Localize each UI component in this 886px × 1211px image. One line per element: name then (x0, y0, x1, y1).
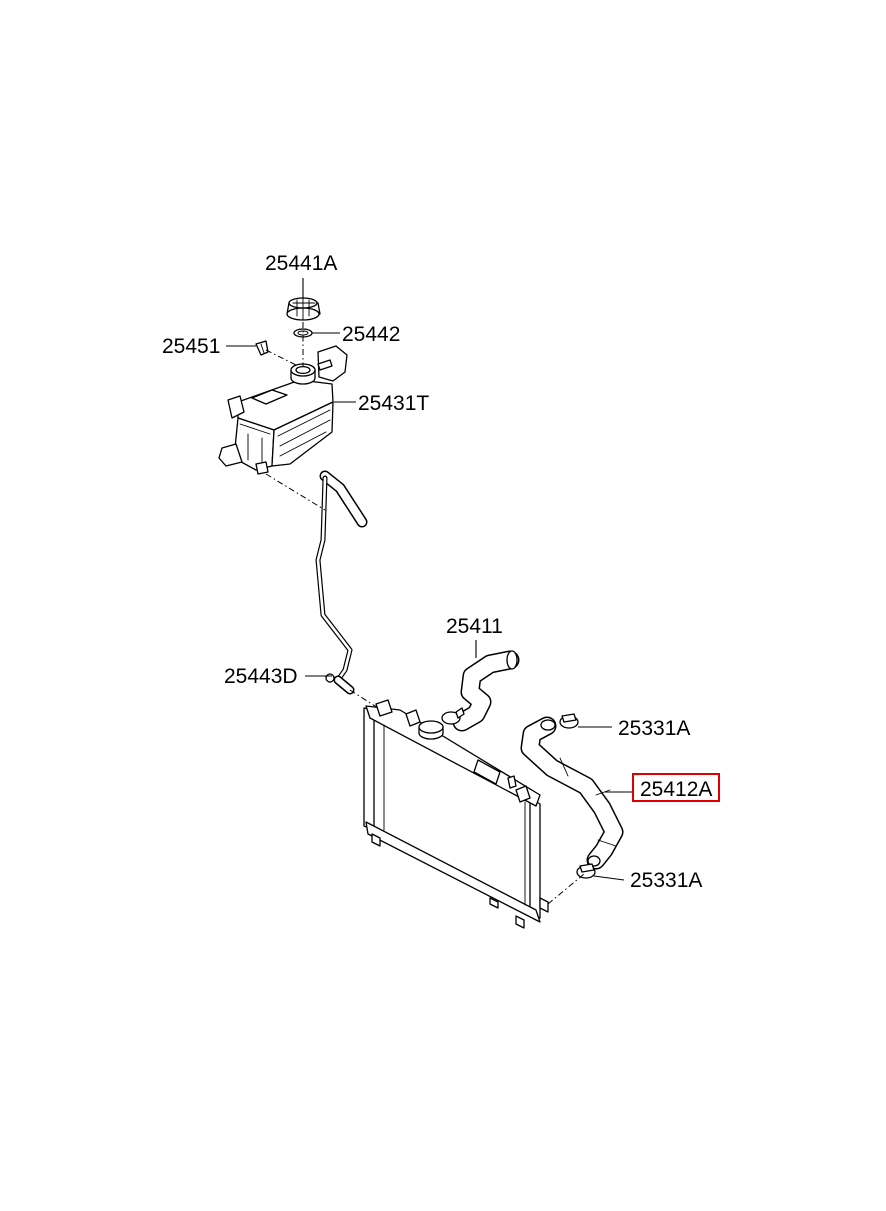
label-reservoir[interactable]: 25431T (358, 392, 429, 415)
clamp-lower[interactable] (576, 863, 596, 879)
label-clamp-upper[interactable]: 25331A (618, 717, 690, 740)
reservoir-pipe[interactable] (315, 470, 368, 695)
upper-hose-clamp[interactable] (441, 707, 465, 725)
part-labels: 25441A 25442 25451 25431T 25443D 25411 2… (162, 252, 720, 892)
upper-radiator-hose[interactable] (452, 650, 520, 732)
overflow-hose[interactable] (255, 340, 269, 356)
label-overflow-hose[interactable]: 25451 (162, 335, 220, 358)
label-gasket[interactable]: 25442 (342, 323, 400, 346)
clamp-upper[interactable] (559, 713, 579, 729)
leader-lines (226, 278, 632, 881)
label-cap[interactable]: 25441A (265, 252, 337, 275)
assembly-lines (265, 322, 585, 905)
label-reservoir-hose[interactable]: 25443D (224, 665, 298, 688)
filler-cap[interactable] (286, 297, 321, 321)
radiator (363, 699, 549, 929)
highlight-box (632, 773, 720, 802)
label-upper-hose[interactable]: 25411 (446, 615, 503, 638)
label-lower-hose[interactable]: 25412A (640, 778, 712, 801)
label-clamp-lower[interactable]: 25331A (630, 869, 702, 892)
lower-radiator-hose[interactable] (520, 716, 624, 870)
coolant-reservoir[interactable] (218, 345, 348, 475)
